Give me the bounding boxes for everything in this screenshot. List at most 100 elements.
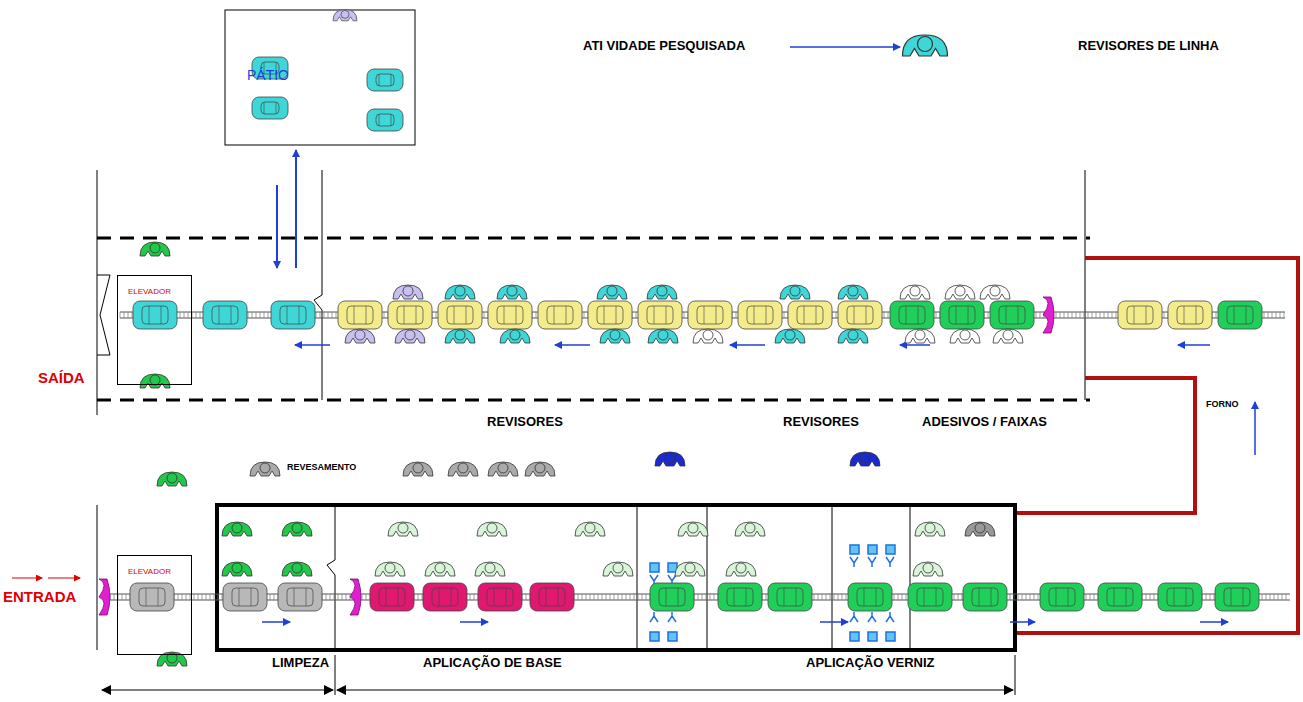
car-symbol (838, 301, 882, 329)
worker-symbol (965, 522, 995, 536)
car-symbol (130, 583, 174, 611)
car-symbol (370, 583, 414, 611)
worker-symbol (678, 522, 708, 536)
worker-symbol (648, 329, 678, 343)
worker-symbol (282, 522, 312, 536)
worker-symbol (838, 329, 868, 343)
node-label: ELEVADOR (128, 568, 171, 577)
booth-dividers (97, 505, 910, 650)
car-symbol (530, 583, 574, 611)
car-symbol (271, 301, 315, 329)
car-symbol (538, 301, 582, 329)
paint-booth (217, 505, 1015, 650)
text-label: REVISORES (487, 415, 563, 429)
worker-symbol (993, 329, 1023, 343)
car-symbol (688, 301, 732, 329)
dimension-line (102, 655, 1015, 695)
worker-symbol (915, 522, 945, 536)
worker-symbol (905, 329, 935, 343)
worker-symbol (726, 562, 756, 576)
worker-symbol (950, 329, 980, 343)
worker-symbol (980, 285, 1010, 299)
car-symbol (367, 109, 403, 131)
patio-area: PÁTIO (225, 10, 415, 145)
worker-symbol (903, 35, 948, 56)
legend-label: REVISORES DE LINHA (1078, 39, 1219, 53)
worker-symbol (395, 329, 425, 343)
car-symbol (650, 583, 694, 611)
flow-arrow (1254, 402, 1256, 455)
upper-walls (97, 170, 1090, 415)
worker-symbol (445, 329, 475, 343)
car-symbol (488, 301, 532, 329)
worker-symbol (250, 462, 280, 476)
worker-symbol (575, 522, 605, 536)
gate-symbol (99, 579, 110, 615)
legend-arrow (790, 46, 900, 48)
worker-symbol (488, 462, 518, 476)
car-symbol (908, 583, 952, 611)
worker-symbol (475, 562, 505, 576)
car-symbol (252, 97, 288, 119)
worker-symbol (403, 462, 433, 476)
worker-symbol (600, 329, 630, 343)
worker-symbol (780, 285, 810, 299)
car-symbol (1158, 583, 1202, 611)
car-symbol (278, 583, 322, 611)
text-label: ADESIVOS / FAIXAS (922, 415, 1047, 429)
text-label: FORNO (1206, 400, 1239, 410)
worker-symbol (445, 285, 475, 299)
worker-symbol (647, 285, 677, 299)
car-symbol (1118, 301, 1162, 329)
worker-symbol (333, 10, 357, 21)
lane-arrows (262, 345, 1228, 622)
worker-symbol (597, 285, 627, 299)
car-symbol (1098, 583, 1142, 611)
worker-symbol (775, 329, 805, 343)
text-label: REVISORES (783, 415, 859, 429)
elevator-box: ELEVADOR (117, 275, 192, 385)
oven-frame (1015, 258, 1298, 633)
car-symbol (738, 301, 782, 329)
worker-symbol (388, 522, 418, 536)
car-symbol (338, 301, 382, 329)
worker-symbol (157, 472, 187, 486)
car-symbol (367, 69, 403, 91)
worker-symbol (222, 562, 252, 576)
gate-symbol (350, 579, 361, 615)
car-symbol (1040, 583, 1084, 611)
patio-outline (225, 10, 415, 145)
car-symbol (990, 301, 1034, 329)
car-symbol (638, 301, 682, 329)
worker-symbol (693, 329, 723, 343)
worker-symbol (900, 285, 930, 299)
car-symbol (768, 583, 812, 611)
text-label: SAÍDA (38, 370, 85, 387)
text-label: LIMPEZA (272, 656, 329, 670)
text-label: REVESAMENTO (287, 463, 356, 473)
worker-symbol (425, 562, 455, 576)
worker-symbol (448, 462, 478, 476)
car-symbol (1215, 583, 1259, 611)
worker-symbol (945, 285, 975, 299)
flow-arrow (295, 150, 297, 268)
worker-symbol (140, 374, 170, 388)
car-symbol (890, 301, 934, 329)
worker-symbol (850, 452, 880, 466)
worker-symbol (603, 562, 633, 576)
node-label: PÁTIO (247, 68, 289, 83)
worker-symbol (500, 329, 530, 343)
car-symbol (718, 583, 762, 611)
car-symbol (133, 301, 177, 329)
worker-symbol (393, 285, 423, 299)
worker-symbol (675, 562, 705, 576)
text-label: ENTRADA (3, 589, 76, 606)
worker-symbol (735, 522, 765, 536)
node-label: ELEVADOR (128, 288, 171, 297)
flow-arrow (276, 185, 278, 268)
worker-symbol (222, 522, 252, 536)
entry-arrow (12, 578, 42, 579)
worker-symbol (913, 562, 943, 576)
worker-symbol (477, 522, 507, 536)
